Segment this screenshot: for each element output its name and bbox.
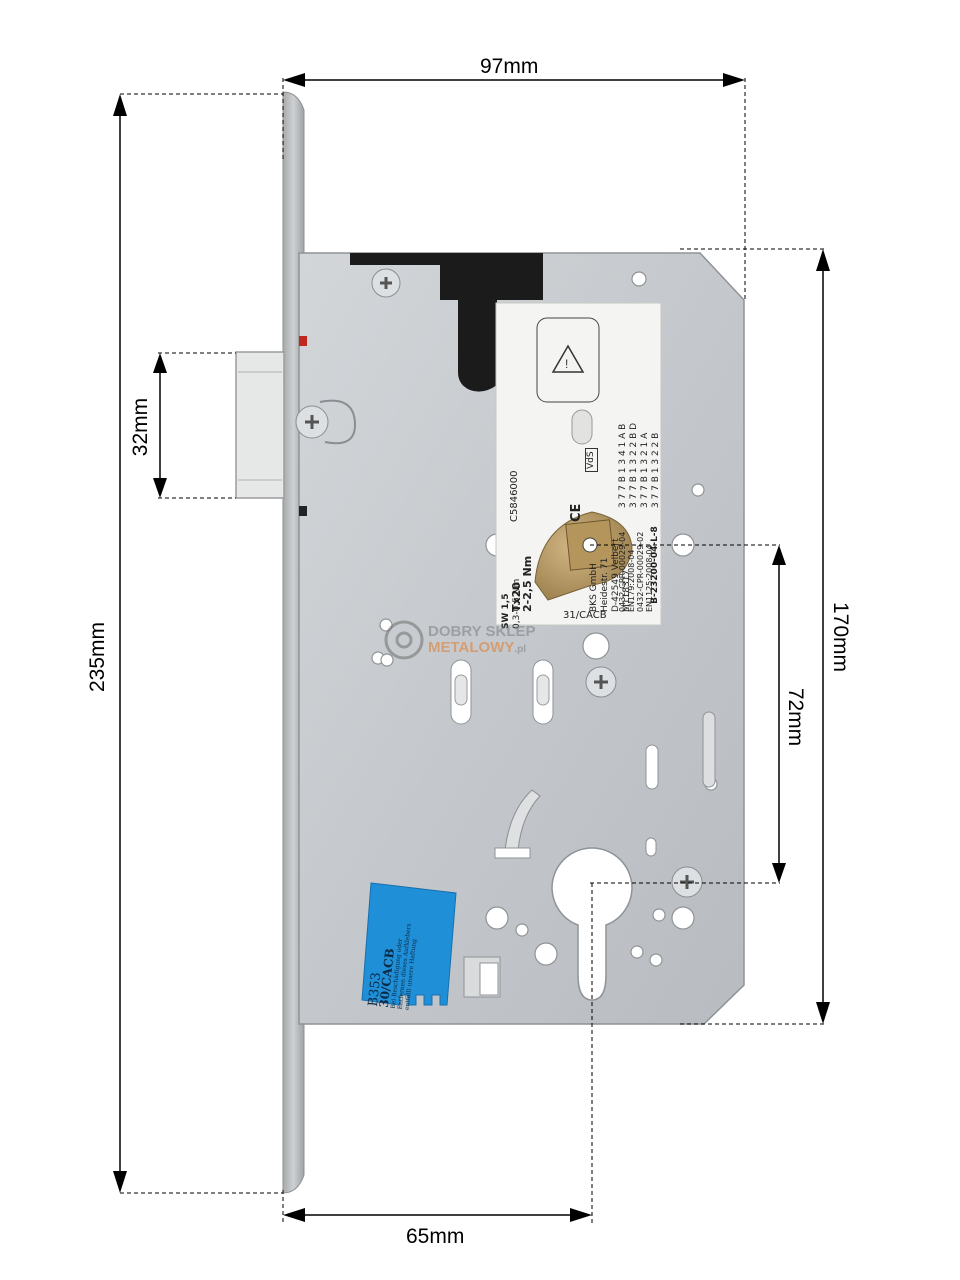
sticker-text: B353 30/CACB Bei Beschädigung oder Entfe… bbox=[366, 867, 452, 1014]
watermark-logo-icon bbox=[384, 620, 424, 660]
screw-icon bbox=[671, 866, 703, 898]
label-sw-torque: 0,3-0,5 Nm bbox=[512, 578, 522, 629]
screw-icon bbox=[585, 666, 617, 698]
label-street: Heidestr. 71 bbox=[600, 557, 610, 612]
dimension-lines bbox=[119, 78, 825, 1225]
red-marker bbox=[299, 336, 307, 346]
label-part-code: B-23200-04-L-8 bbox=[650, 526, 660, 604]
label-cpr2: 0432-CPR-00029-02 bbox=[636, 531, 645, 612]
svg-text:!: ! bbox=[565, 357, 568, 371]
label-class3: 3 7 7 B 1 3 2 1 A bbox=[640, 432, 650, 508]
label-cpr1: 0432-CPR-00029-04 bbox=[618, 531, 627, 612]
label-variant: 31/CACB bbox=[563, 610, 607, 621]
screw-icon bbox=[371, 268, 401, 298]
black-lever bbox=[350, 253, 543, 392]
dimension-arrows bbox=[113, 73, 830, 1222]
label-class1: 3 7 7 B 1 3 4 1 A B bbox=[618, 423, 628, 508]
label-ce: CE bbox=[569, 503, 584, 522]
blue-sticker bbox=[361, 882, 457, 1006]
label-class2: 3 7 7 B 1 3 2 2 B D bbox=[629, 422, 639, 508]
dim-72mm: 72mm bbox=[784, 687, 807, 747]
watermark-suffix: .pl bbox=[514, 644, 527, 655]
label-cert-number: C5846000 bbox=[509, 470, 520, 522]
label-text-block: Tx20 2-2,5 Nm BKS GmbH Heidestr. 71 D-42… bbox=[505, 306, 661, 622]
warning-icon: ! bbox=[536, 317, 600, 403]
watermark-line1: DOBRY SKLEP bbox=[428, 623, 536, 640]
label-torque: 2-2,5 Nm bbox=[521, 555, 534, 612]
label-class4: 3 7 7 B 1 3 2 2 B bbox=[651, 432, 661, 508]
lever-piece bbox=[504, 789, 541, 851]
label-vds: VdS bbox=[585, 448, 598, 472]
dim-97mm: 97mm bbox=[480, 55, 539, 78]
label-sw: SW 1,5 0,3-0,5 Nm bbox=[501, 569, 523, 629]
label-maker: BKS GmbH bbox=[589, 563, 599, 612]
watermark-line2: METALOWY bbox=[428, 639, 515, 656]
dim-235mm: 235mm bbox=[86, 621, 109, 693]
case-slots bbox=[450, 659, 716, 998]
dim-170mm: 170mm bbox=[829, 601, 852, 673]
label-slot bbox=[571, 409, 593, 445]
cylinder-cutout bbox=[551, 847, 633, 1001]
dim-65mm: 65mm bbox=[406, 1225, 465, 1248]
latch-bolt bbox=[235, 351, 285, 499]
dim-32mm: 32mm bbox=[129, 397, 152, 457]
watermark: DOBRY SKLEP METALOWY.pl bbox=[428, 624, 536, 658]
screw-icon bbox=[295, 405, 329, 439]
black-marker bbox=[299, 506, 307, 516]
label-en1: EN179:2008-04 bbox=[627, 549, 636, 612]
